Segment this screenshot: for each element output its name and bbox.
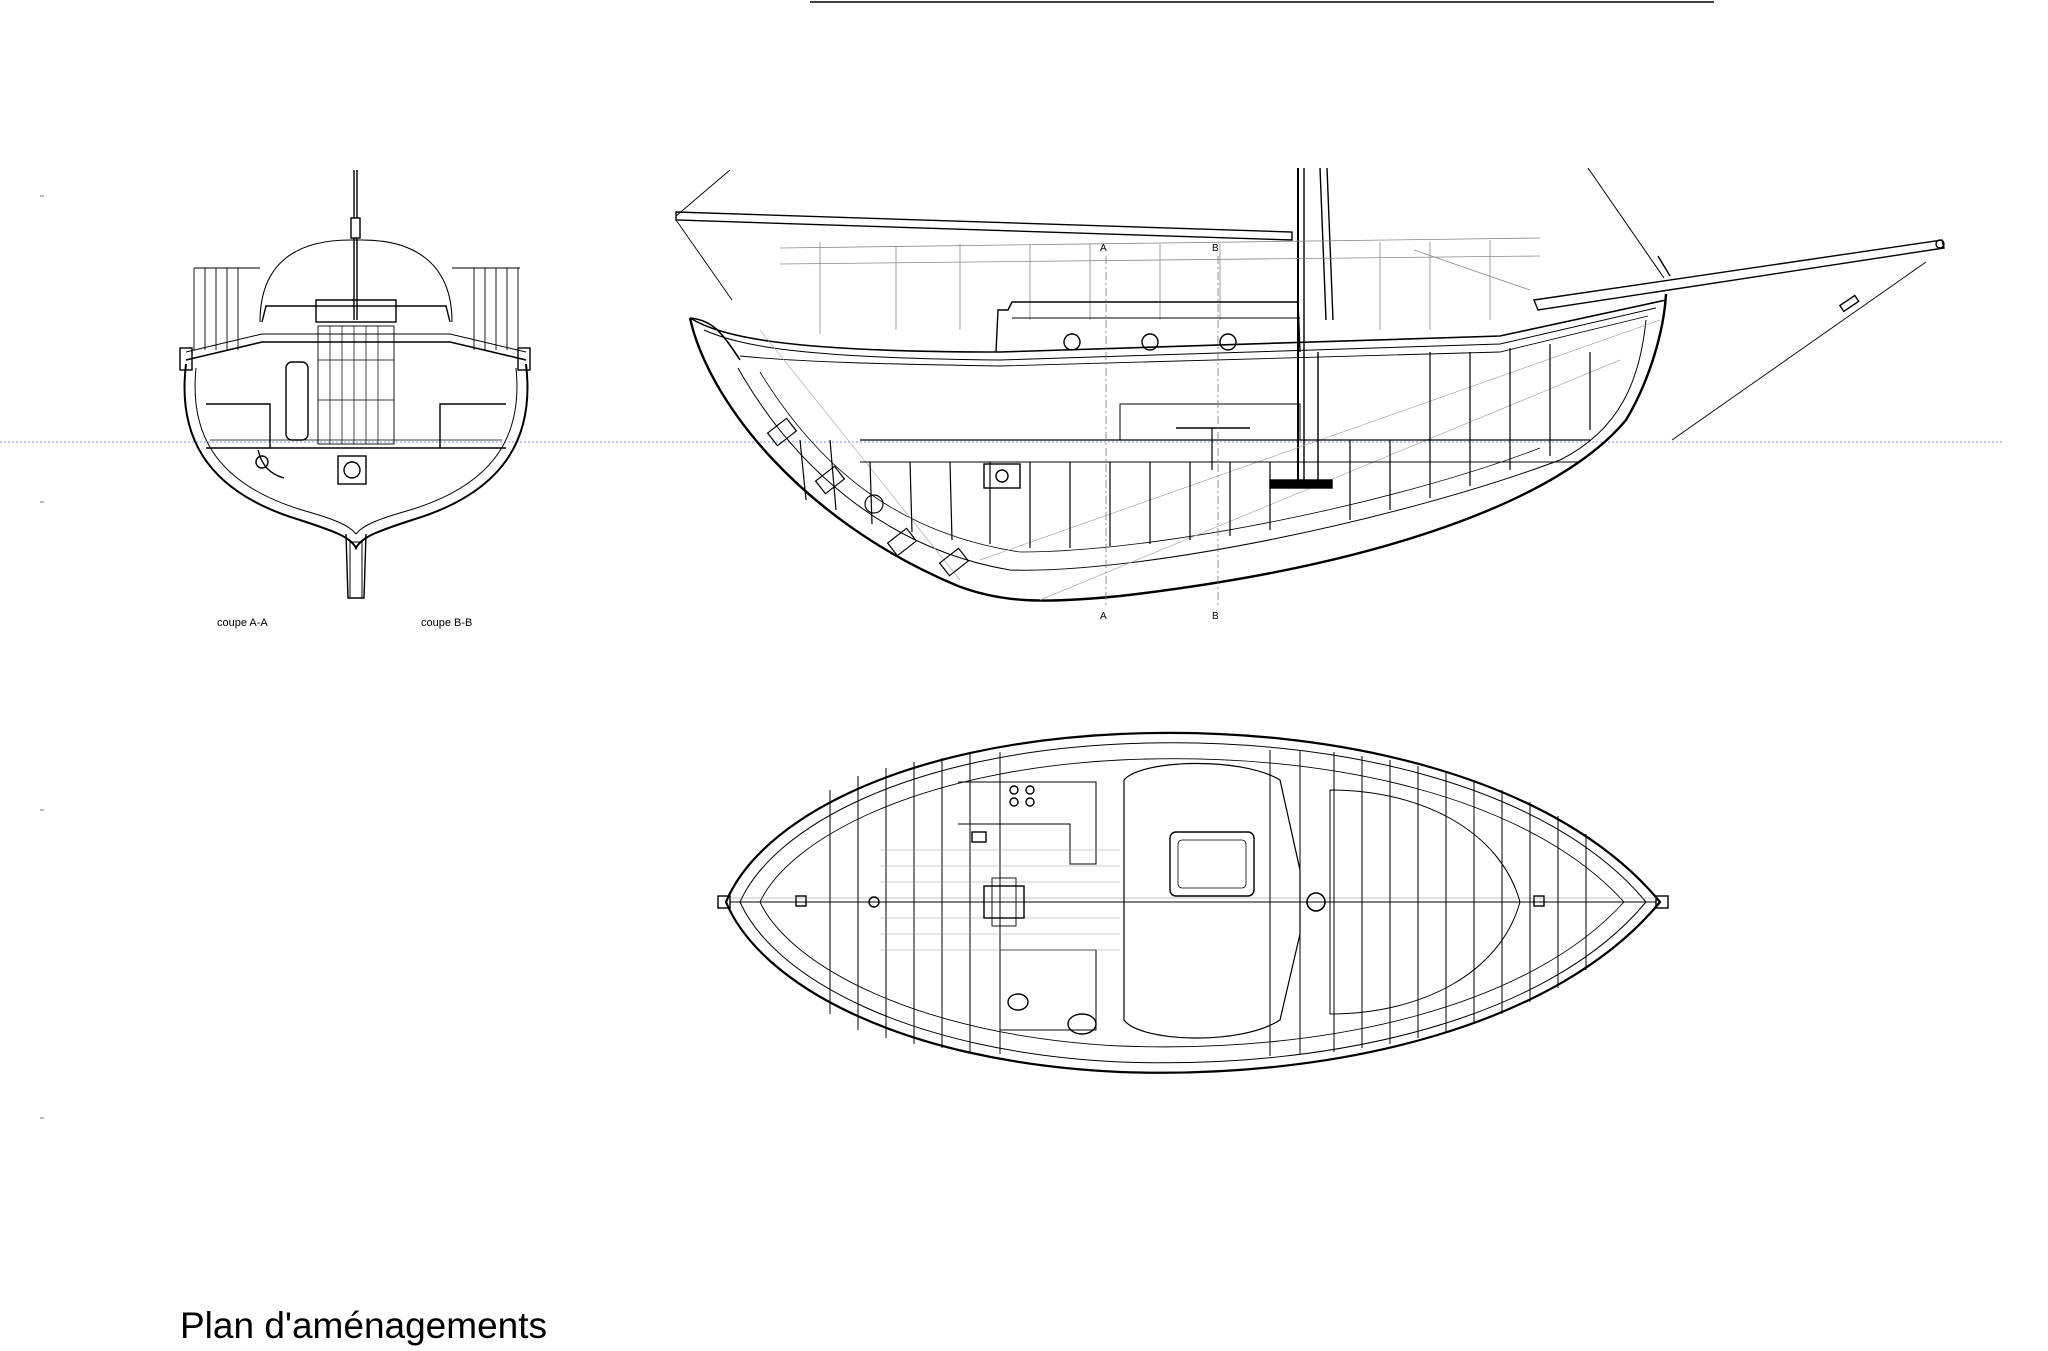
section-view: [179, 170, 531, 599]
section-marker-a-bottom: A: [1100, 611, 1107, 622]
section-caption-a: coupe A-A: [217, 617, 268, 629]
section-caption-b: coupe B-B: [421, 617, 473, 629]
section-marker-b-top: B: [1212, 243, 1219, 254]
plan-view: [717, 731, 1669, 1074]
profile-view: [675, 167, 1945, 606]
section-marker-b-bottom: B: [1212, 611, 1219, 622]
margin-ticks: [40, 195, 44, 1119]
plan-title: Plan d'aménagements: [180, 1305, 548, 1346]
section-marker-a-top: A: [1100, 243, 1107, 254]
